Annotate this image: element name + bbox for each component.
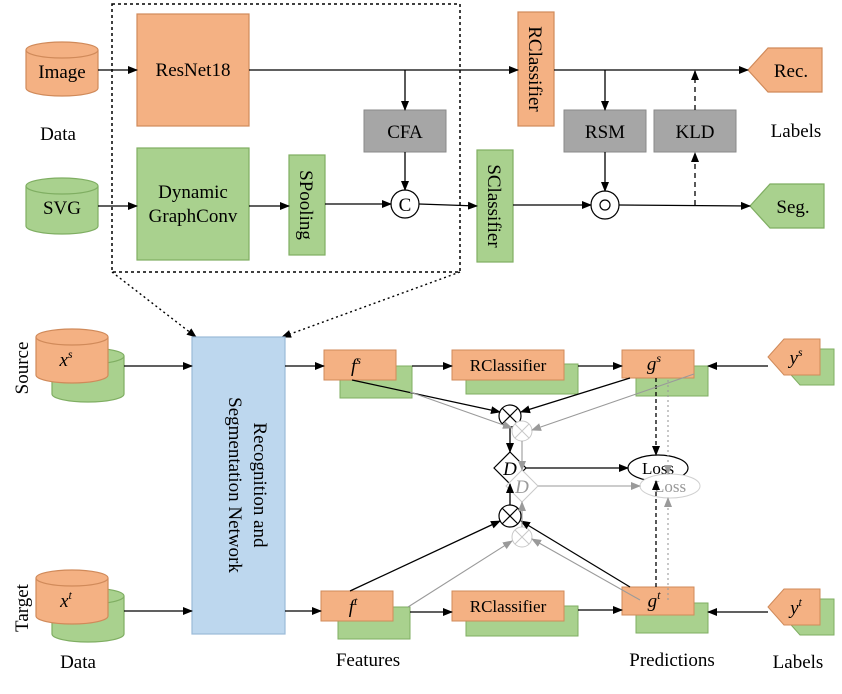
loss-grey-label: Loss [654,477,686,496]
loss-ellipse-grey: Loss [639,473,701,499]
seg-label-shape [749,183,825,229]
bottom-labels-label: Labels [773,652,824,673]
xt-label: x [59,591,69,612]
sclassifier-vertical-label: SClassifier [483,164,504,248]
kld-box [653,109,737,153]
xs-label: x [58,350,68,371]
yt-sup: t [799,595,803,609]
yt-label: y [788,598,799,619]
ft-label: f [349,597,357,618]
bottom-grey-arrows [407,373,695,608]
rsm-box [563,109,647,153]
svg-text:gt: gt [648,588,662,612]
cfa-label: CFA [387,122,423,143]
svg-text:gs: gs [647,351,662,375]
source-predictions-box: gs [621,349,709,397]
ys-label: y [787,348,798,369]
source-labels-shape: ys [767,338,835,386]
xs-sup: s [68,347,73,361]
svg-text:ft: ft [349,594,358,618]
bottom-arrows [124,362,768,616]
xt-sup: t [69,588,73,602]
target-outer-product-circle [498,504,522,528]
rec-label: Rec. [774,61,808,82]
elementwise-product-circle [590,190,620,220]
top-labels-label: Labels [771,121,822,142]
rclassifier-target-box: RClassifier [451,590,579,637]
top-data-label: Data [40,124,76,145]
funnel-lines [111,271,461,338]
svg-text:ys: ys [787,345,802,369]
source-features-box: fs [323,349,413,399]
discriminator-grey-label: D [514,477,529,498]
target-data-cylinders: xt [35,569,125,643]
target-outer-product-circle-grey [511,526,533,548]
target-predictions-box: gt [621,586,709,634]
dgc-label-line2: GraphConv [149,206,238,227]
rclassifier-source-label: RClassifier [470,356,547,375]
discriminator-label: D [502,459,517,480]
dynamic-graphconv-box [136,147,250,261]
fs-sup: s [356,353,361,367]
source-outer-product-circle-grey [511,420,533,442]
source-label: Source [12,342,33,395]
rclassifier-vertical-label: RClassifier [524,26,545,112]
predictions-label: Predictions [629,650,715,671]
rclassifier-target-label: RClassifier [470,597,547,616]
target-label: Target [12,583,33,632]
ft-sup: t [354,594,358,608]
target-labels-shape: yt [767,588,835,636]
svg-text:xs: xs [58,347,72,371]
image-label: Image [38,62,85,83]
spooling-box [288,154,326,256]
kld-label: KLD [675,122,714,143]
svg-cylinder: SVG [25,177,99,235]
top-arrows [98,66,751,210]
ys-sup: s [798,345,803,359]
fs-label: f [351,356,359,377]
source-data-cylinders: xs [35,328,125,403]
rec-label-shape [747,47,823,93]
recognition-segmentation-network-box [191,336,286,635]
network-label-line2: Segmentation Network [224,397,245,573]
svg-text:fs: fs [351,353,361,377]
seg-label: Seg. [776,197,809,218]
spooling-label: SPooling [295,170,316,240]
image-cylinder: Image [25,41,99,97]
gs-sup: s [656,351,661,365]
resnet18-label: ResNet18 [156,60,231,81]
target-features-box: ft [320,590,411,640]
svg-text:xt: xt [59,588,72,612]
dgc-label-line1: Dynamic [158,182,228,203]
svg-label: SVG [43,198,81,219]
resnet18-box [136,13,250,127]
bottom-data-label: Data [60,652,96,673]
concat-label: C [399,195,412,216]
rclassifier-source-box: RClassifier [451,349,579,395]
network-detail-frame [111,3,461,273]
gt-sup: t [657,588,661,602]
gs-label: g [647,354,657,375]
rsm-label: RSM [585,122,625,143]
gt-label: g [648,591,658,612]
features-label: Features [336,650,400,671]
network-label-line1: Recognition and [249,422,270,548]
svg-text:yt: yt [788,595,802,619]
